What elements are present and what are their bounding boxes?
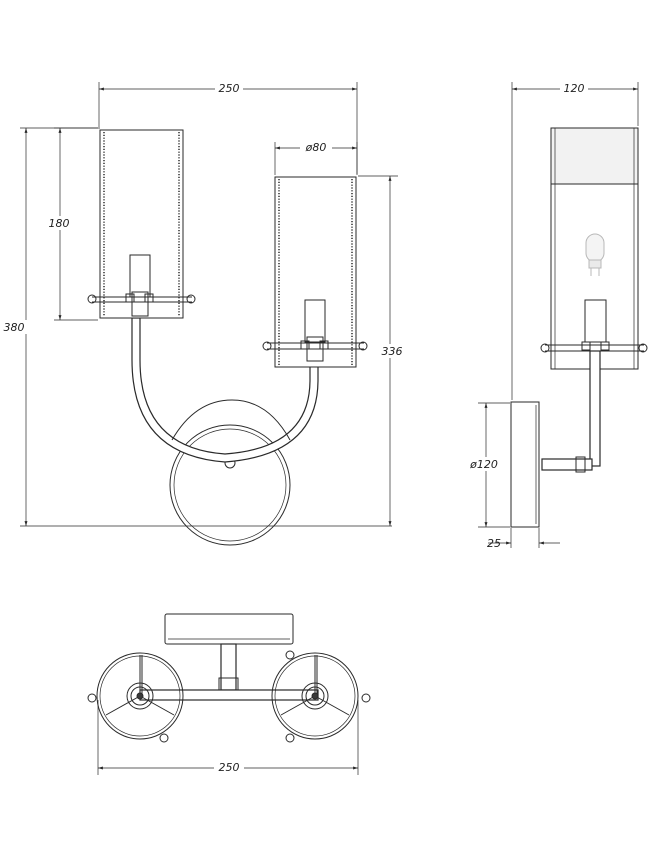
- top-right-finial-3: [361, 693, 371, 703]
- side-backplate: [510, 401, 540, 528]
- side-g9-bulb: [585, 233, 605, 276]
- dim-side-depth-label: 120: [564, 82, 585, 95]
- top-left-finial-1: [87, 693, 97, 703]
- side-stem: [589, 350, 601, 467]
- dim-shade-height-label: 180: [49, 217, 70, 230]
- top-right-lamp: [271, 650, 371, 743]
- front-view: 250 ø80 380 180: [4, 81, 406, 546]
- side-shade-tint: [550, 127, 639, 185]
- top-crossbar: [139, 689, 319, 701]
- dim-backplate-diameter: ø120: [466, 402, 510, 528]
- dim-backplate-diameter-label: ø120: [469, 458, 498, 471]
- front-right-shade: [274, 176, 357, 368]
- dim-right-height: 336: [358, 175, 406, 526]
- top-backplate: [164, 613, 294, 645]
- top-right-finial-1: [285, 650, 295, 660]
- dim-right-height-label: 336: [382, 345, 403, 358]
- top-left-holder-outer: [126, 682, 154, 710]
- side-finial-r: [638, 343, 648, 353]
- front-arm-ring: [171, 399, 291, 441]
- front-right-finial-l: [262, 341, 272, 351]
- top-stem: [220, 643, 237, 691]
- dim-bottom-width: 250: [97, 700, 359, 775]
- front-left-lamp: [87, 129, 196, 319]
- side-view: 120 ø120 25: [466, 81, 648, 550]
- top-right-finial-2: [285, 733, 295, 743]
- front-right-lamp: [262, 176, 368, 368]
- dim-front-width-label: 250: [219, 82, 240, 95]
- dim-shade-height: 180: [46, 127, 98, 321]
- top-right-shade-outer: [271, 652, 359, 740]
- top-left-finial-2: [159, 733, 169, 743]
- front-left-holder-cap: [131, 291, 149, 317]
- side-arm-joint: [575, 456, 586, 473]
- front-right-finial-r: [358, 341, 368, 351]
- dim-bottom-width-label: 250: [219, 761, 240, 774]
- top-right-holder-outer: [301, 682, 329, 710]
- front-backplate-outer: [169, 424, 291, 546]
- top-left-shade-outer: [96, 652, 184, 740]
- dim-side-depth: 120: [511, 81, 639, 400]
- front-right-lampholder: [304, 299, 326, 343]
- side-finial-l: [540, 343, 550, 353]
- dim-shade-diameter-label: ø80: [305, 141, 327, 154]
- front-backplate-inner: [173, 428, 287, 542]
- dim-backplate-thickness: 25: [487, 528, 560, 550]
- side-horizontal-arm: [541, 458, 593, 471]
- front-left-shade: [99, 129, 184, 319]
- top-left-lamp: [87, 652, 184, 743]
- top-view: 250: [87, 613, 371, 775]
- dim-shade-diameter: ø80: [274, 140, 358, 175]
- side-lampholder: [584, 299, 607, 343]
- front-left-finial-r: [186, 294, 196, 304]
- front-left-finial-l: [87, 294, 97, 304]
- dim-front-height-label: 380: [4, 321, 25, 334]
- dim-backplate-thickness-label: 25: [487, 537, 501, 550]
